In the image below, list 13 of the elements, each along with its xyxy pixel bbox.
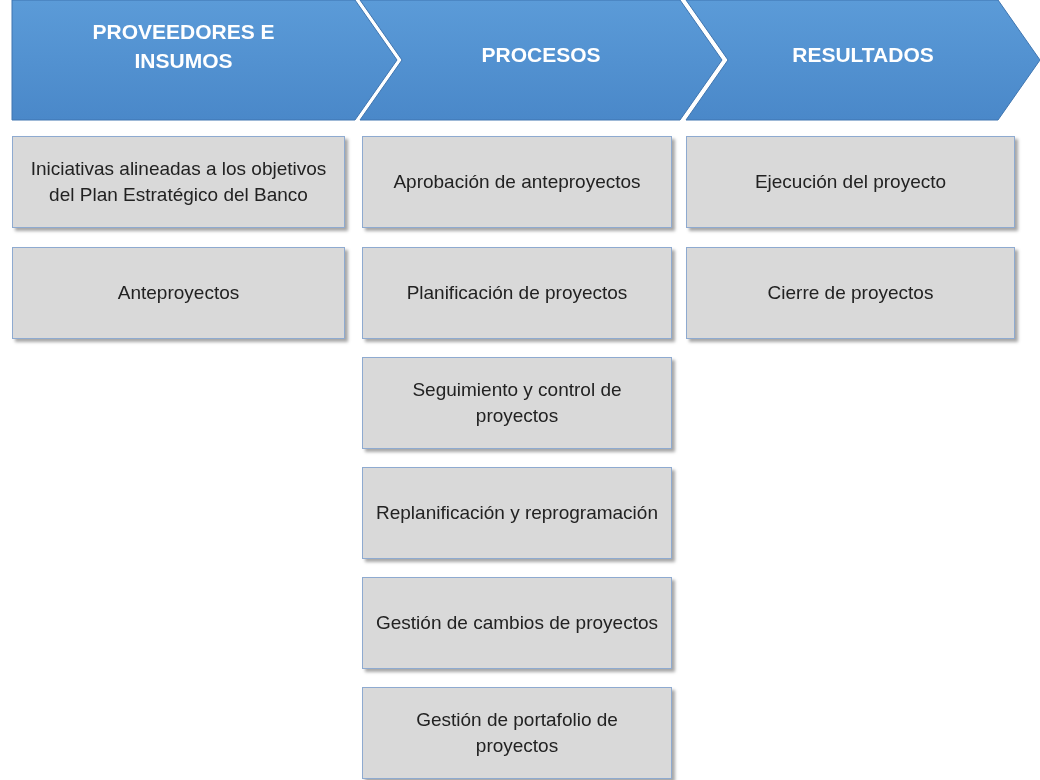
text-box: Iniciativas alineadas a los objetivos del Plan Estratégico del Banco bbox=[12, 136, 345, 228]
text-box: Aprobación de anteproyectos bbox=[362, 136, 672, 228]
stage-heading: RESULTADOS bbox=[792, 42, 934, 69]
text-box: Anteproyectos bbox=[12, 247, 345, 339]
text-box: Replanificación y reprogramación bbox=[362, 467, 672, 559]
stage-heading: PROVEEDORES E INSUMOS bbox=[91, 18, 276, 74]
text-box: Ejecución del proyecto bbox=[686, 136, 1015, 228]
text-box: Gestión de cambios de proyectos bbox=[362, 577, 672, 669]
stage-heading: PROCESOS bbox=[481, 42, 601, 69]
text-box: Gestión de portafolio de proyectos bbox=[362, 687, 672, 779]
text-box: Cierre de proyectos bbox=[686, 247, 1015, 339]
text-box: Seguimiento y control de proyectos bbox=[362, 357, 672, 449]
text-box: Planificación de proyectos bbox=[362, 247, 672, 339]
